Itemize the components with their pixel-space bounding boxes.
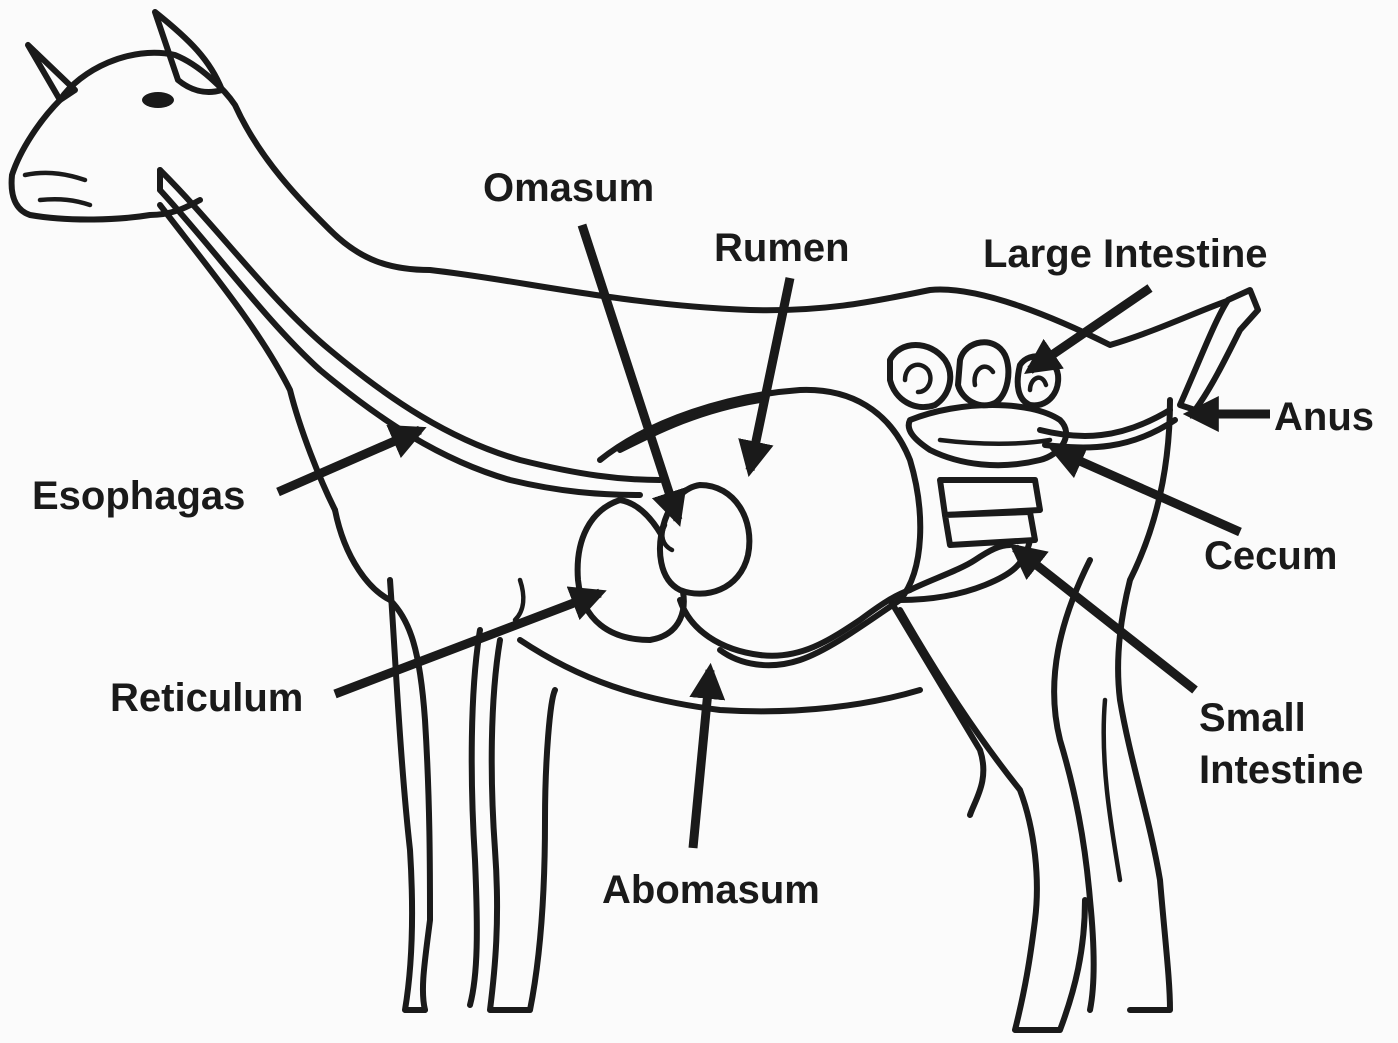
label-small-intestine-line1: Small [1199,692,1306,744]
label-esophagas: Esophagas [32,470,245,522]
label-reticulum: Reticulum [110,672,303,724]
large-intestine-coils [890,342,1058,407]
label-rumen: Rumen [714,222,850,274]
arrow-rumen [750,278,790,470]
label-small-intestine-line2: Intestine [1199,744,1363,796]
label-cecum: Cecum [1204,530,1337,582]
arrow-small-intestine [1015,548,1195,690]
arrow-esophagas [278,430,420,492]
label-omasum: Omasum [483,162,654,214]
label-abomasum: Abomasum [602,864,820,916]
arrow-large-intestine [1030,288,1150,370]
esophagus-tube [160,170,660,495]
label-anus: Anus [1274,391,1374,443]
arrow-cecum [1055,450,1240,532]
cecum-shape [909,405,1175,465]
abomasum-shape [680,590,910,656]
arrow-reticulum [335,593,600,694]
arrow-abomasum [693,670,710,848]
label-large-intestine: Large Intestine [983,228,1268,280]
